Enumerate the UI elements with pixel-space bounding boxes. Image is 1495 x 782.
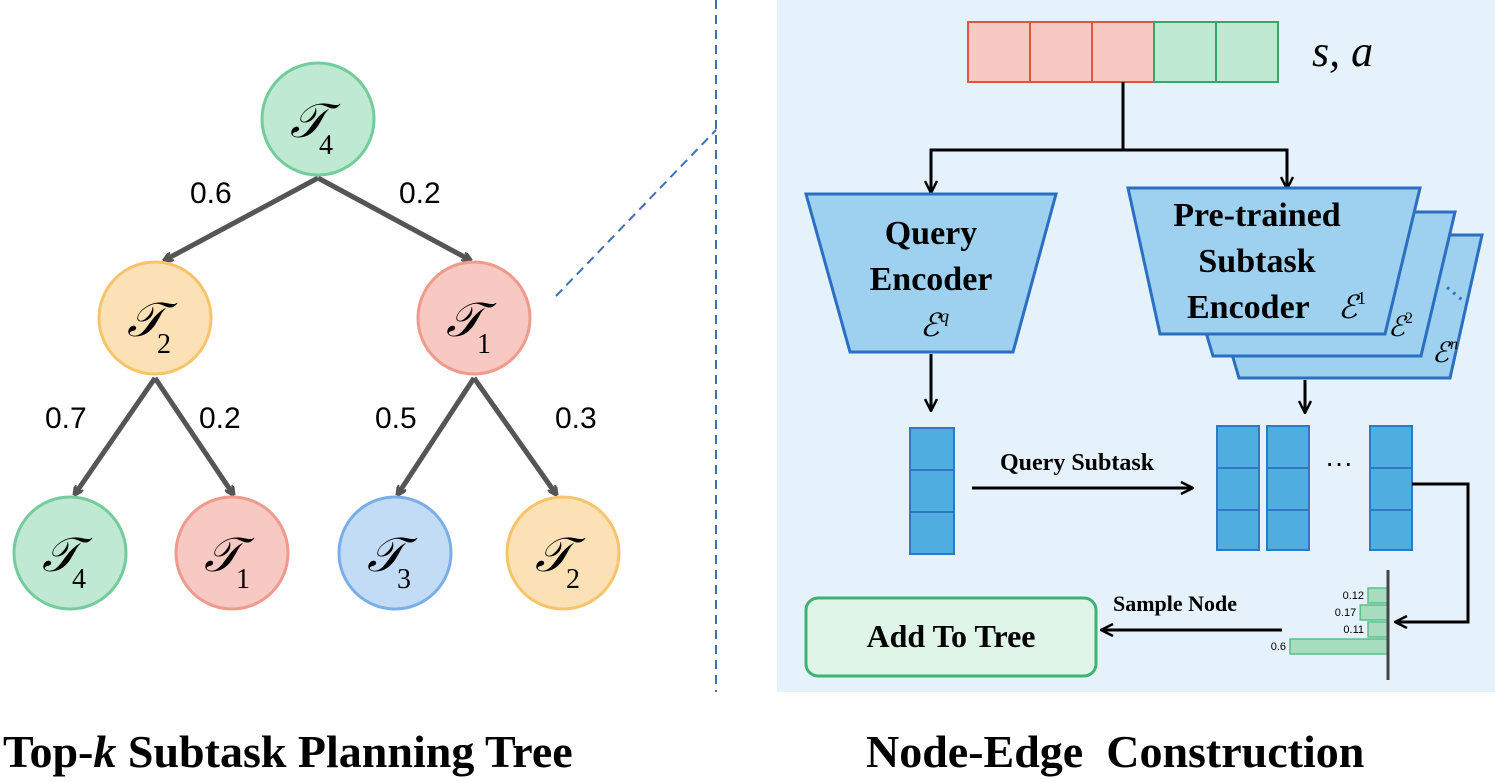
edge-label: 0.2	[399, 177, 441, 210]
vector-ellipsis: ···	[1325, 447, 1353, 478]
query-encoder-superscript: q	[940, 306, 949, 326]
query-subtask-label: Query Subtask	[1000, 450, 1155, 476]
node-subscript: 4	[319, 130, 333, 161]
node-subscript: 2	[566, 564, 580, 595]
tree-edge	[471, 376, 556, 494]
encoder-superscript-2: 2	[1405, 310, 1413, 327]
tree-edge	[75, 376, 158, 494]
edge-label: 0.5	[375, 402, 417, 435]
histogram-bar-label: 0.17	[1335, 607, 1356, 619]
subtask-vector-n	[1369, 425, 1413, 551]
score-connector	[1396, 482, 1470, 622]
probability-histogram: 0.12 0.17 0.11 0.6	[1271, 587, 1389, 655]
node-subscript: 2	[157, 329, 171, 360]
node-subscript: 4	[72, 564, 86, 595]
split-connector	[931, 82, 1125, 192]
edge-label: 0.7	[45, 402, 87, 435]
tree-node-left: 𝒯 2	[97, 260, 213, 376]
tree-caption-prefix: Top-	[3, 726, 93, 777]
histogram-bar-label: 0.12	[1343, 590, 1364, 602]
encoder-superscript-1: 1	[1357, 288, 1366, 308]
tree-node-leaf-4: 𝒯 2	[505, 495, 621, 611]
construction-caption: Node-Edge Construction	[866, 726, 1364, 777]
tree-caption: Top-k Subtask Planning Tree	[3, 726, 573, 777]
add-to-tree-label: Add To Tree	[867, 618, 1036, 654]
subtask-encoder-label: Encoder	[1187, 289, 1310, 326]
subtask-vector-1	[1216, 425, 1260, 551]
planning-tree: 0.6 0.2 0.7 0.2 0.5 0.3 𝒯 4 𝒯 2 𝒯 1 𝒯 4	[12, 61, 621, 611]
tree-caption-k: k	[93, 726, 116, 777]
tree-caption-suffix: Subtask Planning Tree	[116, 726, 572, 777]
add-to-tree-box: Add To Tree	[804, 596, 1098, 678]
subtask-encoder-stack: Pre-trained Subtask Encoder ℰ 1 ℰ 2 ℰ n …	[1126, 186, 1484, 380]
tree-node-right: 𝒯 1	[416, 260, 532, 376]
query-encoder: Query Encoder ℰ q	[804, 192, 1058, 354]
encoder-symbol-n: ℰ	[1432, 338, 1452, 369]
input-vector	[967, 21, 1279, 83]
tree-node-leaf-3: 𝒯 3	[337, 495, 453, 611]
histogram-bar	[1367, 621, 1389, 638]
tree-edge	[152, 376, 233, 494]
tree-edge	[165, 175, 320, 260]
histogram-bar-label: 0.6	[1271, 641, 1286, 653]
encoder-symbol-1: ℰ	[1338, 289, 1361, 325]
sample-node-label: Sample Node	[1113, 591, 1237, 616]
subtask-encoder-label: Subtask	[1198, 243, 1315, 280]
edge-label: 0.2	[199, 402, 241, 435]
query-vector	[909, 427, 955, 555]
histogram-bar	[1359, 604, 1389, 621]
query-encoder-label: Encoder	[870, 261, 993, 298]
tree-node-root: 𝒯 4	[260, 61, 376, 177]
histogram-bar	[1367, 587, 1389, 604]
node-subscript: 3	[397, 564, 411, 595]
split-connector	[1123, 148, 1287, 188]
histogram-bar	[1289, 638, 1389, 655]
zoom-line	[555, 129, 717, 297]
encoder-superscript-n: n	[1450, 336, 1458, 353]
subtask-vector-2	[1266, 425, 1310, 551]
tree-node-leaf-1: 𝒯 4	[12, 495, 128, 611]
node-subscript: 1	[477, 329, 491, 360]
tree-node-leaf-2: 𝒯 1	[174, 495, 290, 611]
histogram-bar-label: 0.11	[1343, 624, 1364, 636]
node-subscript: 1	[236, 564, 250, 595]
input-label: s, a	[1312, 27, 1373, 76]
tree-edge	[398, 376, 477, 494]
query-encoder-label: Query	[885, 215, 978, 252]
edge-label: 0.6	[190, 177, 232, 210]
tree-edge	[316, 175, 470, 260]
query-encoder-symbol: ℰ	[920, 307, 943, 343]
edge-label: 0.3	[555, 402, 597, 435]
encoder-symbol-2: ℰ	[1388, 312, 1408, 343]
subtask-encoder-label: Pre-trained	[1173, 197, 1341, 234]
